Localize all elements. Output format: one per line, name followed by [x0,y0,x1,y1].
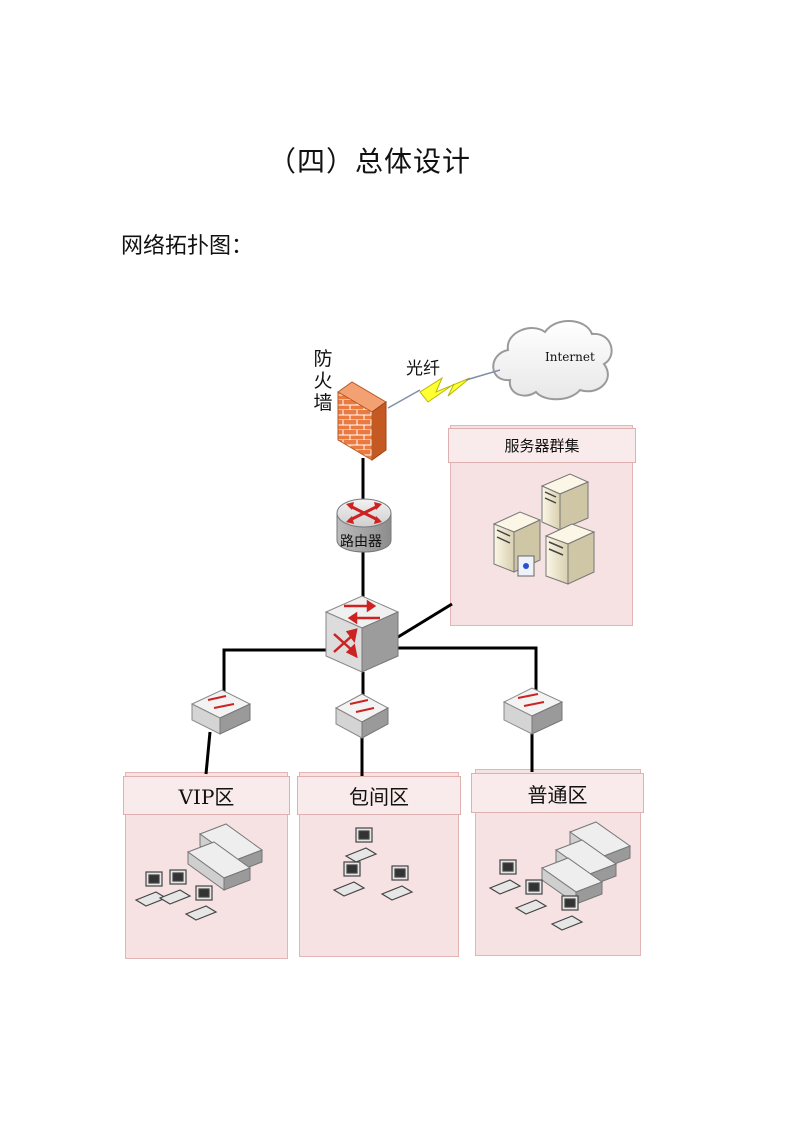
vip-zone-label: VIP区 [178,785,235,809]
server-cluster-label: 服务器群集 [504,437,580,455]
server-cluster-header: 服务器群集 [448,428,636,463]
private-room-zone-label: 包间区 [349,785,409,809]
private-room-zone-header: 包间区 [297,776,461,815]
fiber-link-icon [387,369,501,409]
core-switch-icon [324,595,400,673]
firewall-icon [337,381,387,461]
server-tower-icon [540,473,590,531]
section-title: （四）总体设计 [268,145,472,178]
access-switch-general-icon [502,687,564,735]
access-switch-vip-icon [190,689,252,735]
general-zone-header: 普通区 [471,773,644,813]
server-cluster-icon [492,473,596,585]
internet-label: Internet [545,350,595,364]
general-workstations-icon [488,859,584,931]
connection-lines [204,458,538,776]
general-rack-servers-icon [540,821,632,905]
diagram-caption: 网络拓扑图： [121,234,254,259]
server-tower-icon [544,523,596,585]
vip-workstations-icon [134,869,218,921]
internet-cloud-icon [492,319,613,401]
access-switch-private-room-icon [334,693,390,739]
general-zone-label: 普通区 [527,782,588,807]
fiber-label: 光纤 [406,359,440,379]
private-room-workstations-icon [332,827,414,901]
server-tower-icon [492,511,542,577]
vip-rack-servers-icon [186,823,264,891]
router-icon [336,498,392,553]
vip-zone-header: VIP区 [123,776,290,815]
router-label: 路由器 [340,534,382,550]
firewall-label: 防火墙 [313,348,333,414]
